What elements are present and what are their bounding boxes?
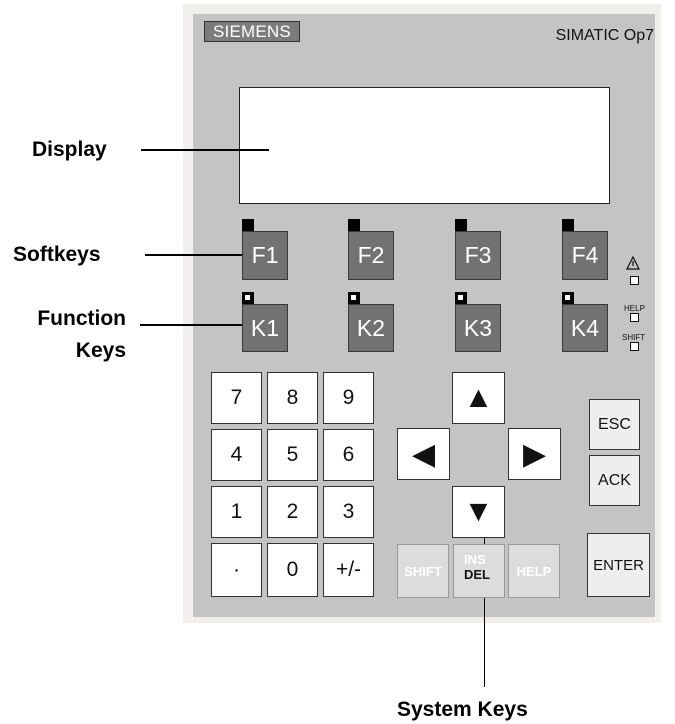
del-label: DEL [464,567,490,582]
leader-line-softkeys [145,254,270,256]
function-key-led-k2 [348,292,360,304]
callout-function-keys-line1: Function [37,307,126,330]
arrow-right-key[interactable]: ▶ [508,428,561,480]
model-label: SIMATIC Op7 [555,27,654,44]
shift-indicator-led [630,342,639,351]
enter-key[interactable]: ENTER [587,533,650,597]
brand-logo: SIEMENS [204,21,300,42]
leader-line-display [141,149,269,151]
leader-line-system-keys [484,537,485,687]
callout-softkeys: Softkeys [13,243,101,266]
warning-triangle-icon [626,256,640,270]
softkey-f4[interactable]: F4 [562,231,608,280]
arrow-left-key[interactable]: ◀ [397,428,450,480]
softkey-led-f2 [348,219,360,231]
function-key-k1[interactable]: K1 [242,304,288,352]
arrow-down-icon: ▼ [463,495,494,528]
function-key-led-k3 [455,292,467,304]
arrow-up-key[interactable]: ▲ [452,372,505,424]
esc-key[interactable]: ESC [589,399,640,450]
function-key-k2[interactable]: K2 [348,304,394,352]
shift-indicator-label: SHIFT [622,333,646,342]
numpad-key-8[interactable]: 8 [267,372,318,424]
numpad-key-7[interactable]: 7 [211,372,262,424]
function-key-led-k4 [562,292,574,304]
help-indicator-label: HELP [624,304,645,313]
shift-key[interactable]: SHIFT [397,544,449,598]
display-screen [239,87,610,204]
numpad-key-4[interactable]: 4 [211,429,262,481]
numpad-key-1[interactable]: 1 [211,486,262,538]
numpad-key-decimal[interactable]: · [211,543,262,597]
numpad-key-2[interactable]: 2 [267,486,318,538]
help-indicator-led [630,313,639,322]
softkey-f1[interactable]: F1 [242,231,288,280]
softkey-f3[interactable]: F3 [455,231,501,280]
softkey-f2[interactable]: F2 [348,231,394,280]
ins-label: INS [464,552,486,567]
softkey-led-f4 [562,219,574,231]
arrow-down-key[interactable]: ▼ [452,486,505,538]
help-key[interactable]: HELP [508,544,560,598]
arrow-left-icon: ◀ [411,437,436,471]
softkey-led-f1 [242,219,254,231]
numpad-key-0[interactable]: 0 [267,543,318,597]
numpad-key-3[interactable]: 3 [323,486,374,538]
function-key-led-k1 [242,292,254,304]
function-key-k4[interactable]: K4 [562,304,608,352]
numpad-key-9[interactable]: 9 [323,372,374,424]
numpad-key-6[interactable]: 6 [323,429,374,481]
leader-line-function-keys [140,324,270,326]
ack-key[interactable]: ACK [589,455,640,506]
callout-function-keys-line2: Keys [75,339,126,362]
numpad-key-5[interactable]: 5 [267,429,318,481]
arrow-up-icon: ▲ [463,381,494,414]
ins-del-key[interactable]: INS DEL [453,544,505,598]
callout-display: Display [32,138,107,161]
arrow-right-icon: ▶ [522,437,547,471]
softkey-led-f3 [455,219,467,231]
numpad-key-sign[interactable]: +/- [323,543,374,597]
function-key-k3[interactable]: K3 [455,304,501,352]
alarm-indicator-led [630,276,639,285]
callout-system-keys: System Keys [397,698,528,721]
